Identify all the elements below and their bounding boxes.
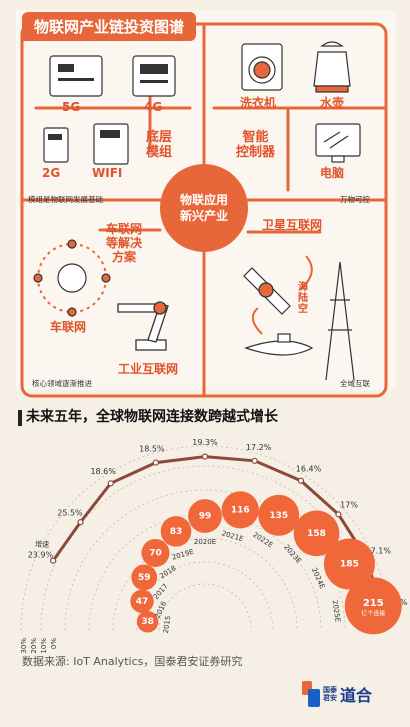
value-label: 59 xyxy=(138,573,151,583)
value-label: 158 xyxy=(307,529,326,539)
label-sea-land-air: 海 陆 空 xyxy=(298,282,308,315)
category-label: 2025E xyxy=(331,600,342,623)
value-label: 185 xyxy=(340,560,359,570)
category-label: 2024E xyxy=(310,567,327,591)
value-label: 116 xyxy=(231,505,250,515)
note-module-basis: 模组是物联网发展基础 xyxy=(28,195,103,204)
growth-label: 18.6% xyxy=(90,467,116,476)
growth-point xyxy=(152,459,159,466)
value-label: 47 xyxy=(136,597,149,607)
logo-name: 道合 xyxy=(340,686,373,705)
growth-axis-tick: 0% xyxy=(50,638,58,649)
industry-map-title: 物联网产业链投资图谱 xyxy=(22,12,197,41)
label-module: 底层 模组 xyxy=(146,130,173,160)
label-4g: 4G xyxy=(144,100,163,114)
value-bubble xyxy=(293,510,340,557)
connections-chart: 23.9% 25.5% 18.6% 18.5% 19.3% 17.2% 16.4% 17% 17… xyxy=(20,438,408,653)
value-label: 70 xyxy=(149,548,162,558)
value-unit-label: 亿个连接 xyxy=(361,609,385,617)
label-iov: 车联网 xyxy=(50,320,87,334)
label-washer: 洗衣机 xyxy=(240,96,277,110)
value-bubble xyxy=(188,499,222,533)
label-industrial-internet: 工业互联网 xyxy=(118,362,179,376)
value-bubble xyxy=(323,538,375,590)
growth-point xyxy=(201,453,209,460)
label-2g: 2G xyxy=(42,166,61,180)
section-title: 未来五年，全球物联网连接数跨越式增长 xyxy=(26,409,278,425)
label-wifi: WIFI xyxy=(92,166,123,180)
label-satellite: 卫星互联网 xyxy=(262,218,323,232)
growth-axis-tick: 10% xyxy=(40,638,48,654)
industry-map-graphics xyxy=(20,22,388,398)
grid-ring xyxy=(112,537,298,631)
label-car-solutions: 车联网 等解决 方案 xyxy=(106,222,143,264)
category-label: 2019E xyxy=(171,548,195,562)
category-label: 2017 xyxy=(152,582,170,601)
value-label: 135 xyxy=(269,511,288,521)
label-controller: 智能 控制器 xyxy=(236,130,276,160)
label-kettle: 水壶 xyxy=(320,96,345,110)
section-marker xyxy=(18,410,22,426)
growth-label: 19.3% xyxy=(192,438,218,447)
category-label: 2015 xyxy=(162,615,172,634)
category-label: 2021E xyxy=(221,529,245,543)
value-bubble xyxy=(221,491,259,529)
value-bubble xyxy=(160,516,192,547)
value-bubble xyxy=(131,564,158,591)
growth-label: 18.5% xyxy=(139,445,165,454)
brand-logo: 国泰 君安 道合 xyxy=(302,681,372,707)
value-bubble xyxy=(141,538,170,567)
logo-line2: 君安 xyxy=(323,694,337,702)
value-label: 99 xyxy=(199,512,212,522)
category-label: 2020E xyxy=(194,538,216,546)
growth-point xyxy=(77,519,84,526)
center-hub-label: 物联应用 新兴产业 xyxy=(179,193,228,223)
category-label: 2018 xyxy=(158,564,177,580)
logo-line1: 国泰 xyxy=(323,686,337,694)
growth-point xyxy=(107,480,114,487)
value-bubble xyxy=(344,577,402,635)
growth-label: 17.1% xyxy=(366,546,392,555)
logo-mark-icon xyxy=(302,681,320,707)
growth-point xyxy=(297,477,305,484)
growth-axis-tick: 30% xyxy=(20,638,28,654)
growth-label: 17% xyxy=(340,501,358,510)
value-label: 215 xyxy=(363,598,384,609)
label-5g: 5G xyxy=(62,100,81,114)
growth-line xyxy=(51,455,383,606)
note-everything: 万物可控 xyxy=(340,195,370,204)
growth-axis-tick: 20% xyxy=(30,638,38,654)
source-note: 数据来源: IoT Analytics，国泰君安证券研究 xyxy=(22,655,243,668)
note-global: 全域互联 xyxy=(340,379,370,388)
growth-point xyxy=(335,511,342,518)
note-core-field: 核心领域逐渐推进 xyxy=(32,379,92,388)
value-bubble xyxy=(130,589,154,613)
growth-label: 25.5% xyxy=(57,508,83,517)
grid-ring xyxy=(64,489,346,631)
center-hub: 物联应用 新兴产业 xyxy=(160,164,248,252)
label-computer: 电脑 xyxy=(320,166,345,180)
value-label: 83 xyxy=(170,527,183,537)
value-bubble xyxy=(258,494,300,536)
value-bubble xyxy=(136,610,159,633)
growth-label: 16.4% xyxy=(296,464,322,473)
growth-point xyxy=(251,457,258,464)
growth-label: 17.2% xyxy=(246,443,272,452)
growth-point xyxy=(50,557,57,564)
growth-axis-title: 增速 xyxy=(35,540,49,549)
growth-label: 23.9% xyxy=(28,550,54,559)
value-label: 38 xyxy=(141,617,154,627)
grid-ring xyxy=(158,583,252,631)
